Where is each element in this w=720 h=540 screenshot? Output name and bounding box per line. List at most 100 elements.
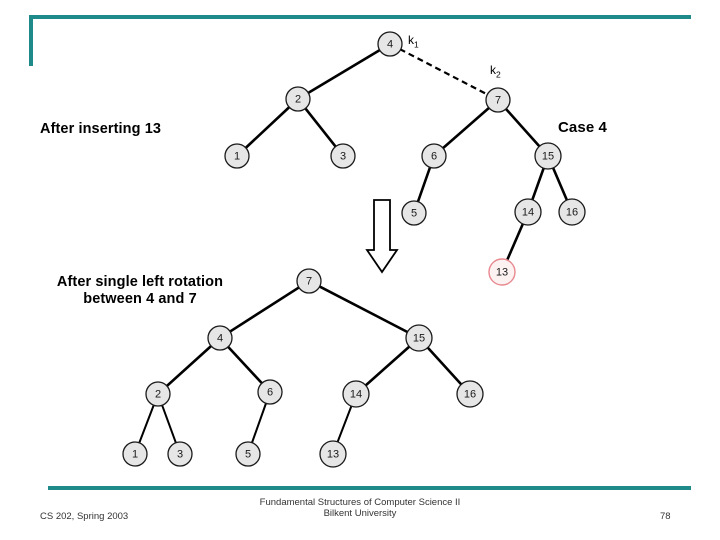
- node-label-5: 5: [245, 449, 251, 461]
- node-label-2: 2: [295, 94, 301, 106]
- tree-node-16[interactable]: 16: [558, 198, 586, 226]
- tree-node-3[interactable]: 3: [330, 143, 356, 169]
- tree-edge-6-5: [416, 165, 432, 204]
- node-label-16: 16: [464, 389, 476, 401]
- node-label-6: 6: [267, 387, 273, 399]
- footer-course: CS 202, Spring 2003: [40, 511, 129, 522]
- tree-node-6[interactable]: 6: [421, 143, 447, 169]
- tree-node-15[interactable]: 15: [534, 142, 562, 170]
- node-label-4: 4: [217, 333, 223, 345]
- node-circle-2[interactable]: [285, 86, 311, 112]
- tree-edge-7-6: [441, 106, 491, 150]
- node-circle-6[interactable]: [257, 379, 283, 405]
- footer-institution-line2: Bilkent University: [323, 508, 397, 519]
- tree-edge-15-14: [530, 166, 546, 202]
- tree-edge-4-2: [165, 344, 213, 388]
- tree-node-7[interactable]: 7: [485, 87, 511, 113]
- node-label-14: 14: [522, 207, 534, 219]
- tree-node-3[interactable]: 3: [167, 441, 193, 467]
- node-label-13: 13: [496, 267, 508, 279]
- tree-node-1[interactable]: 1: [224, 143, 250, 169]
- tree-edge-15-14: [364, 345, 411, 387]
- header-rule-horizontal: [29, 15, 691, 19]
- tree-node-7[interactable]: 7: [296, 268, 322, 294]
- node-circle-5[interactable]: [401, 200, 427, 226]
- tree-node-4[interactable]: 4: [377, 31, 403, 57]
- node-label-3: 3: [177, 449, 183, 461]
- tree-node-16[interactable]: 16: [456, 380, 484, 408]
- key-label-k1: k1: [408, 33, 419, 50]
- footer-rule: [48, 486, 691, 490]
- node-label-1: 1: [234, 151, 240, 163]
- tree-edge-7-15: [504, 107, 541, 148]
- node-circle-4[interactable]: [377, 31, 403, 57]
- node-circle-16[interactable]: [456, 380, 484, 408]
- key-label-k2: k2: [490, 63, 501, 80]
- tree-node-4[interactable]: 4: [207, 325, 233, 351]
- tree-node-14[interactable]: 14: [514, 198, 542, 226]
- node-label-16: 16: [566, 207, 578, 219]
- caption-after-rotation-line2: between 4 and 7: [83, 291, 197, 307]
- node-circle-13[interactable]: [488, 258, 516, 286]
- node-circle-16[interactable]: [558, 198, 586, 226]
- node-circle-3[interactable]: [330, 143, 356, 169]
- tree-node-15[interactable]: 15: [405, 324, 433, 352]
- node-label-2: 2: [155, 389, 161, 401]
- node-circle-2[interactable]: [145, 381, 171, 407]
- tree-node-1[interactable]: 1: [122, 441, 148, 467]
- tree-edge-7-15: [318, 284, 409, 334]
- tree-node-5[interactable]: 5: [235, 441, 261, 467]
- node-circle-14[interactable]: [514, 198, 542, 226]
- tree-edge-15-16: [426, 345, 463, 387]
- tree-node-5[interactable]: 5: [401, 200, 427, 226]
- tree-edge-4-2: [306, 48, 382, 95]
- tree-edge-15-16: [551, 166, 569, 202]
- footer-institution-line1: Fundamental Structures of Computer Scien…: [259, 497, 461, 508]
- tree-edge-4-7: [399, 48, 489, 96]
- node-label-1: 1: [132, 449, 138, 461]
- node-circle-15[interactable]: [534, 142, 562, 170]
- tree-node-13[interactable]: 13: [319, 440, 347, 468]
- tree-node-6[interactable]: 6: [257, 379, 283, 405]
- node-label-3: 3: [340, 151, 346, 163]
- tree-edge-2-1: [138, 403, 155, 445]
- tree-edge-14-13: [505, 222, 525, 262]
- node-circle-1[interactable]: [224, 143, 250, 169]
- node-circle-15[interactable]: [405, 324, 433, 352]
- tree-node-2[interactable]: 2: [285, 86, 311, 112]
- node-label-15: 15: [413, 333, 425, 345]
- header-rule-vertical: [29, 15, 33, 66]
- node-label-5: 5: [411, 208, 417, 220]
- footer-institution: Fundamental Structures of Computer Scien…: [210, 497, 510, 519]
- node-label-15: 15: [542, 151, 554, 163]
- node-circle-4[interactable]: [207, 325, 233, 351]
- tree-edge-7-4: [228, 285, 301, 334]
- node-circle-13[interactable]: [319, 440, 347, 468]
- node-circle-1[interactable]: [122, 441, 148, 467]
- node-circle-6[interactable]: [421, 143, 447, 169]
- node-label-7: 7: [306, 276, 312, 288]
- footer-page-number: 78: [660, 511, 671, 522]
- caption-after-rotation-line1: After single left rotation: [56, 274, 224, 290]
- tree-node-14[interactable]: 14: [342, 380, 370, 408]
- tree-node-2[interactable]: 2: [145, 381, 171, 407]
- node-circle-3[interactable]: [167, 441, 193, 467]
- node-circle-14[interactable]: [342, 380, 370, 408]
- tree-edge-6-5: [250, 402, 268, 444]
- tree-edge-4-6: [226, 345, 264, 385]
- node-circle-5[interactable]: [235, 441, 261, 467]
- tree-node-13[interactable]: 13: [488, 258, 516, 286]
- tree-edge-2-3: [160, 403, 178, 445]
- node-label-7: 7: [495, 95, 501, 107]
- node-circle-7[interactable]: [296, 268, 322, 294]
- node-label-6: 6: [431, 151, 437, 163]
- tree-edge-2-1: [244, 105, 291, 150]
- node-label-4: 4: [387, 39, 393, 51]
- caption-after-inserting: After inserting 13: [40, 121, 162, 137]
- node-circle-7[interactable]: [485, 87, 511, 113]
